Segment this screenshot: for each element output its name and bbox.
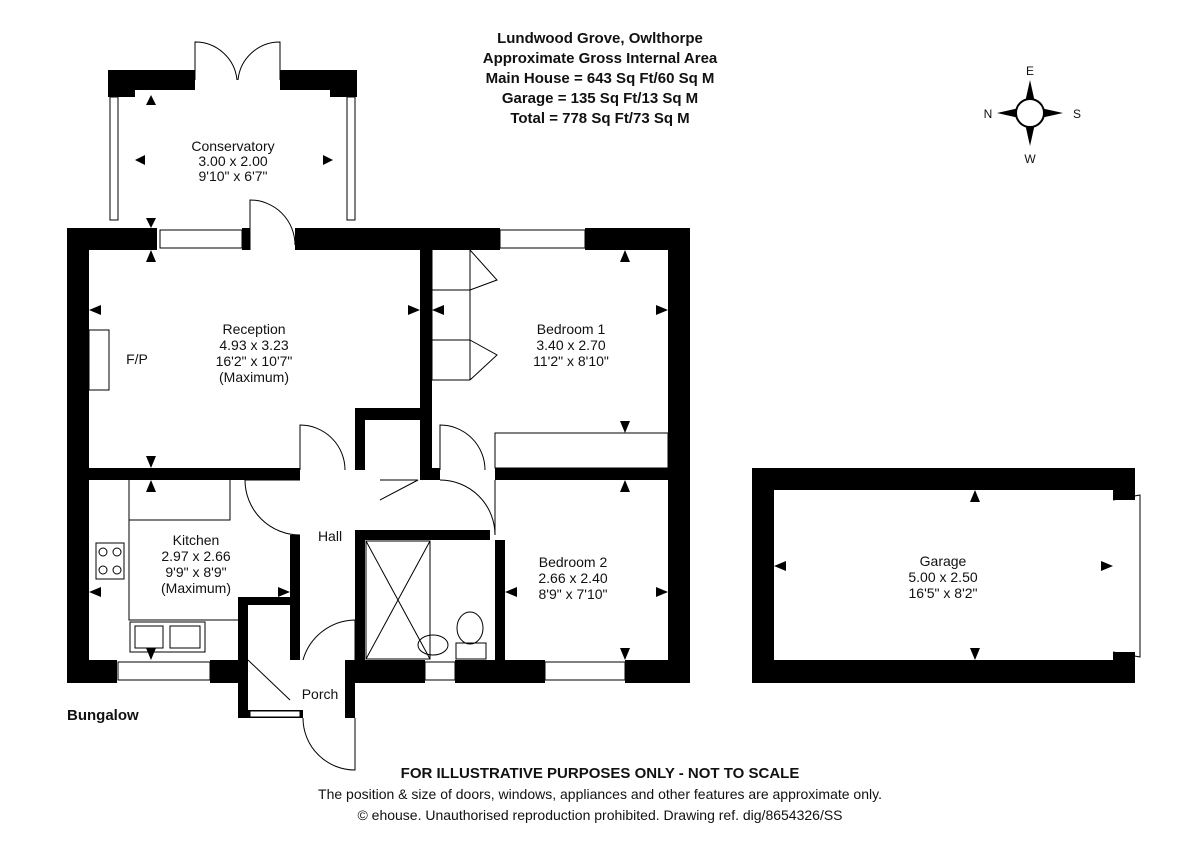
compass-e: E	[1026, 64, 1034, 78]
svg-text:2.66 x 2.40: 2.66 x 2.40	[538, 570, 607, 586]
conservatory	[108, 41, 357, 221]
main-house-walls	[67, 199, 690, 771]
svg-text:Reception: Reception	[222, 321, 285, 337]
garage-door[interactable]	[1112, 494, 1141, 658]
svg-text:2.97 x 2.66: 2.97 x 2.66	[161, 548, 230, 564]
garage-walls	[752, 468, 1141, 683]
hob	[95, 542, 125, 580]
svg-text:5.00 x 2.50: 5.00 x 2.50	[908, 569, 977, 585]
copyright: © ehouse. Unauthorised reproduction proh…	[357, 807, 842, 823]
front-door[interactable]	[302, 717, 356, 771]
disclaimer: FOR ILLUSTRATIVE PURPOSES ONLY - NOT TO …	[401, 765, 800, 782]
room-label-porch: Porch	[302, 686, 339, 702]
fireplace-label: F/P	[126, 351, 148, 367]
svg-text:Bedroom 1: Bedroom 1	[537, 321, 606, 337]
svg-text:16'2" x 10'7": 16'2" x 10'7"	[216, 353, 293, 369]
svg-text:4.93 x 3.23: 4.93 x 3.23	[219, 337, 288, 353]
basin	[417, 634, 449, 656]
bedroom1-door[interactable]	[439, 424, 486, 471]
room-label-bedroom1: Bedroom 1 3.40 x 2.70 11'2" x 8'10"	[533, 321, 609, 369]
room-label-conservatory: Conservatory 3.00 x 2.00 9'10" x 6'7"	[191, 138, 274, 184]
porch-inner-door[interactable]	[302, 619, 356, 661]
compass-icon: E W N S	[984, 64, 1081, 166]
svg-text:9'10" x 6'7": 9'10" x 6'7"	[199, 168, 268, 184]
toilet	[455, 642, 487, 660]
wardrobe	[431, 249, 498, 381]
svg-text:Conservatory: Conservatory	[191, 138, 274, 154]
kitchen-door[interactable]	[244, 479, 301, 536]
sink	[129, 621, 206, 653]
footer: FOR ILLUSTRATIVE PURPOSES ONLY - NOT TO …	[318, 765, 882, 823]
room-label-bedroom2: Bedroom 2 2.66 x 2.40 8'9" x 7'10"	[538, 554, 607, 602]
svg-text:Bedroom 2: Bedroom 2	[539, 554, 608, 570]
kitchen-worktop	[128, 480, 238, 621]
garage-area: Garage = 135 Sq Ft/13 Sq M	[502, 90, 698, 107]
hall-reception-door[interactable]	[299, 424, 346, 471]
conservatory-link-door[interactable]	[249, 199, 296, 250]
bedroom2-door[interactable]	[439, 479, 496, 536]
floor-label: Bungalow	[67, 707, 139, 724]
fireplace	[88, 329, 110, 391]
svg-text:9'9" x 8'9": 9'9" x 8'9"	[165, 564, 226, 580]
svg-text:11'2" x 8'10": 11'2" x 8'10"	[533, 353, 609, 369]
shower	[365, 540, 431, 660]
room-label-kitchen: Kitchen 2.97 x 2.66 9'9" x 8'9" (Maximum…	[161, 532, 231, 596]
svg-text:3.00 x 2.00: 3.00 x 2.00	[198, 153, 267, 169]
area-summary: Lundwood Grove, Owlthorpe Approximate Gr…	[483, 30, 718, 127]
area-subtitle: Approximate Gross Internal Area	[483, 50, 718, 67]
room-label-garage: Garage 5.00 x 2.50 16'5" x 8'2"	[908, 553, 977, 601]
compass-s: S	[1073, 107, 1081, 121]
svg-text:8'9" x 7'10": 8'9" x 7'10"	[539, 586, 608, 602]
svg-text:(Maximum): (Maximum)	[161, 580, 231, 596]
compass-n: N	[984, 107, 993, 121]
svg-text:Garage: Garage	[920, 553, 967, 569]
room-label-hall: Hall	[318, 528, 342, 544]
svg-text:(Maximum): (Maximum)	[219, 369, 289, 385]
conservatory-door[interactable]	[194, 41, 238, 81]
cupboard-door[interactable]	[379, 479, 419, 501]
compass-w: W	[1024, 152, 1036, 166]
svg-text:Kitchen: Kitchen	[173, 532, 220, 548]
svg-text:3.40 x 2.70: 3.40 x 2.70	[536, 337, 605, 353]
property-title: Lundwood Grove, Owlthorpe	[497, 30, 703, 47]
footer-note: The position & size of doors, windows, a…	[318, 786, 882, 802]
room-label-reception: Reception 4.93 x 3.23 16'2" x 10'7" (Max…	[126, 321, 292, 385]
svg-text:16'5" x 8'2": 16'5" x 8'2"	[909, 585, 978, 601]
total-area: Total = 778 Sq Ft/73 Sq M	[510, 110, 689, 127]
main-house-area: Main House = 643 Sq Ft/60 Sq M	[486, 70, 715, 87]
dimension-arrows	[89, 95, 1113, 660]
